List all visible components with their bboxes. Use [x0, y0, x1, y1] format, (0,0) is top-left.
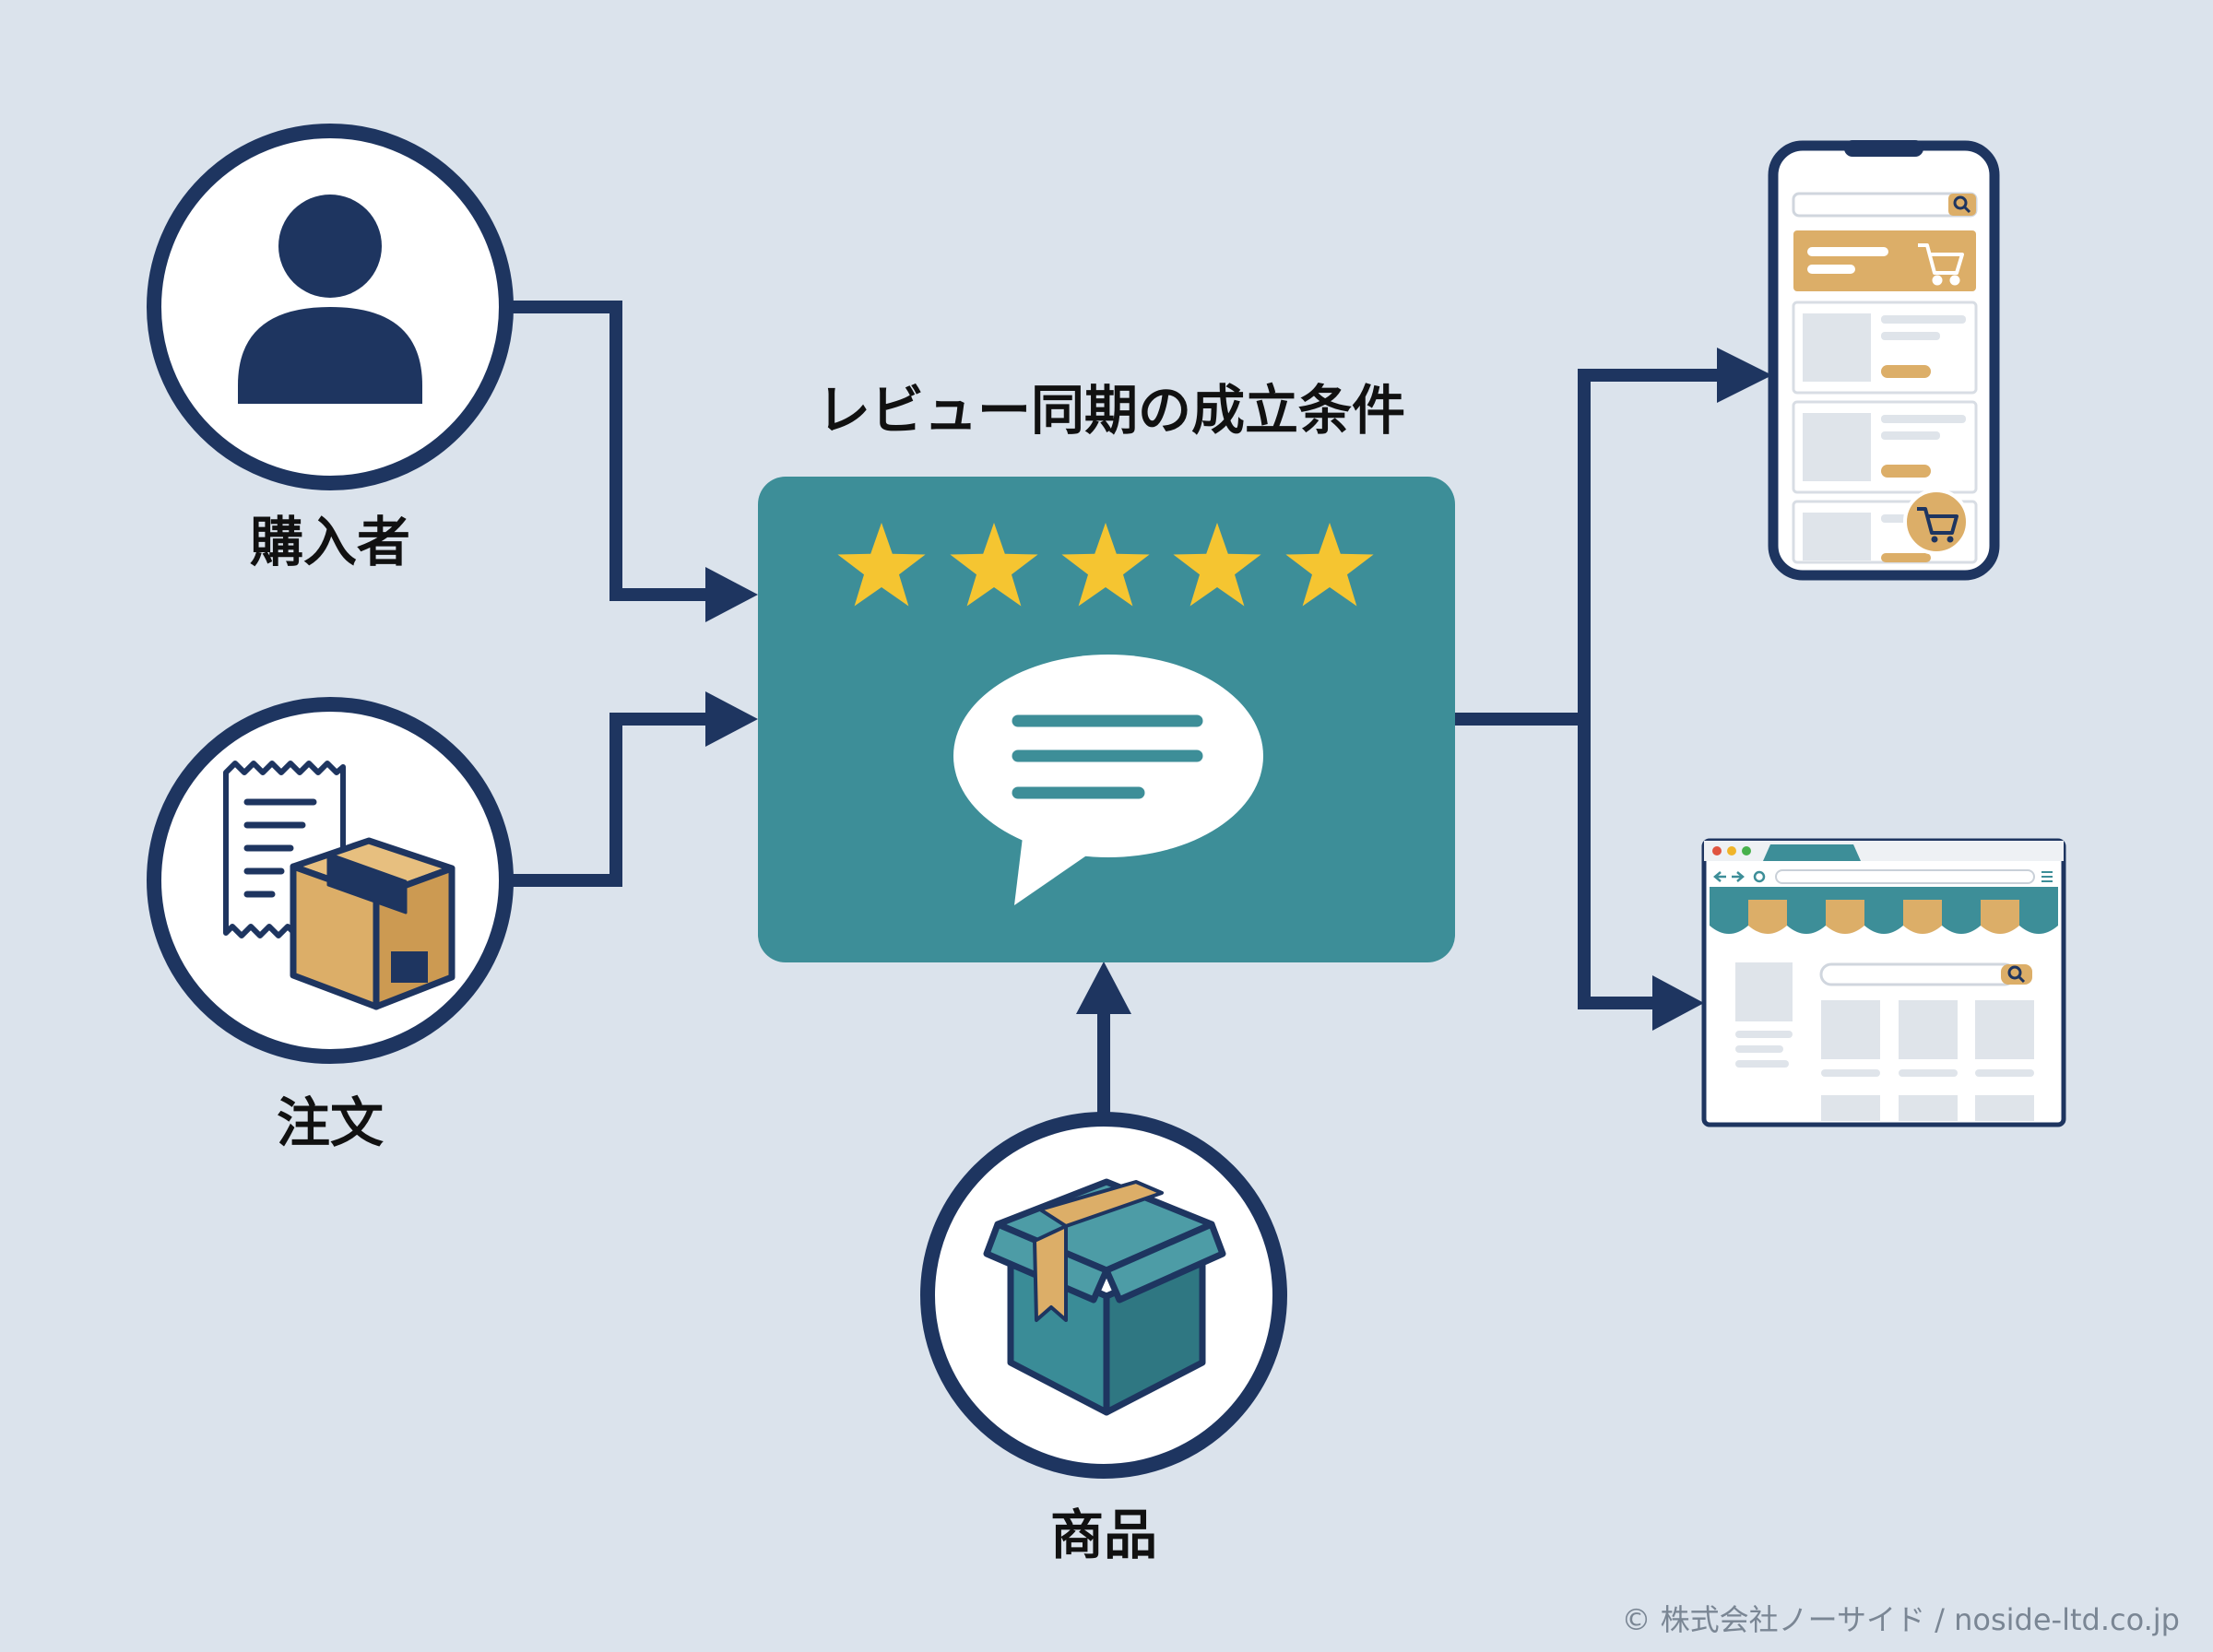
browser-titlebar	[1704, 841, 2064, 861]
store-awning	[1710, 887, 2058, 934]
store-search-bar	[1819, 962, 2017, 986]
buyer-connector	[513, 301, 710, 601]
order-connector	[513, 713, 710, 887]
product-label: 商品	[1050, 1504, 1157, 1566]
browser-nav-icons	[1713, 870, 1766, 883]
store-sidebar	[1735, 962, 1793, 1068]
parcel-box-icon	[290, 837, 456, 1010]
order-node: 注文	[147, 697, 514, 1154]
buyer-label: 購入者	[250, 511, 410, 573]
window-maximize-dot	[1742, 846, 1751, 856]
arrow-up-icon	[1076, 962, 1131, 1014]
store-product-grid	[1821, 1000, 2034, 1121]
smartphone-app-icon	[1768, 140, 2000, 581]
cart-icon	[1918, 243, 1964, 286]
store-search-icon	[2007, 965, 2026, 984]
browser-address-bar	[1775, 869, 2035, 884]
output-connector	[1455, 369, 1720, 726]
buyer-node: 購入者	[147, 124, 514, 573]
arrow-to-card-bottom-icon	[705, 691, 758, 747]
arrow-to-phone-icon	[1717, 348, 1772, 403]
diagram-title: レビュー同期の成立条件	[817, 379, 1405, 442]
speech-bubble-icon	[953, 655, 1263, 905]
box-icon	[983, 1178, 1226, 1416]
phone-search-icon	[1953, 195, 1971, 214]
person-icon	[238, 195, 422, 404]
output-connector-lower	[1578, 719, 1655, 1009]
phone-promo-banner	[1793, 230, 1976, 291]
window-minimize-dot	[1727, 846, 1736, 856]
copyright-text: © 株式会社ノーサイド / noside-ltd.co.jp	[1621, 1602, 2180, 1637]
floating-cart-icon	[1903, 489, 1970, 555]
connector-lines	[513, 301, 1720, 1115]
arrow-to-card-top-icon	[705, 567, 758, 622]
browser-menu-icon	[2041, 871, 2053, 882]
product-node: 商品	[920, 1112, 1287, 1566]
connector-arrowheads	[705, 348, 1772, 1031]
arrow-to-browser-icon	[1652, 975, 1704, 1031]
browser-active-tab	[1763, 844, 1861, 861]
phone-notch	[1844, 140, 1923, 157]
web-store-icon	[1701, 838, 2066, 1127]
window-close-dot	[1712, 846, 1722, 856]
order-label: 注文	[277, 1092, 384, 1154]
review-card	[758, 477, 1455, 962]
